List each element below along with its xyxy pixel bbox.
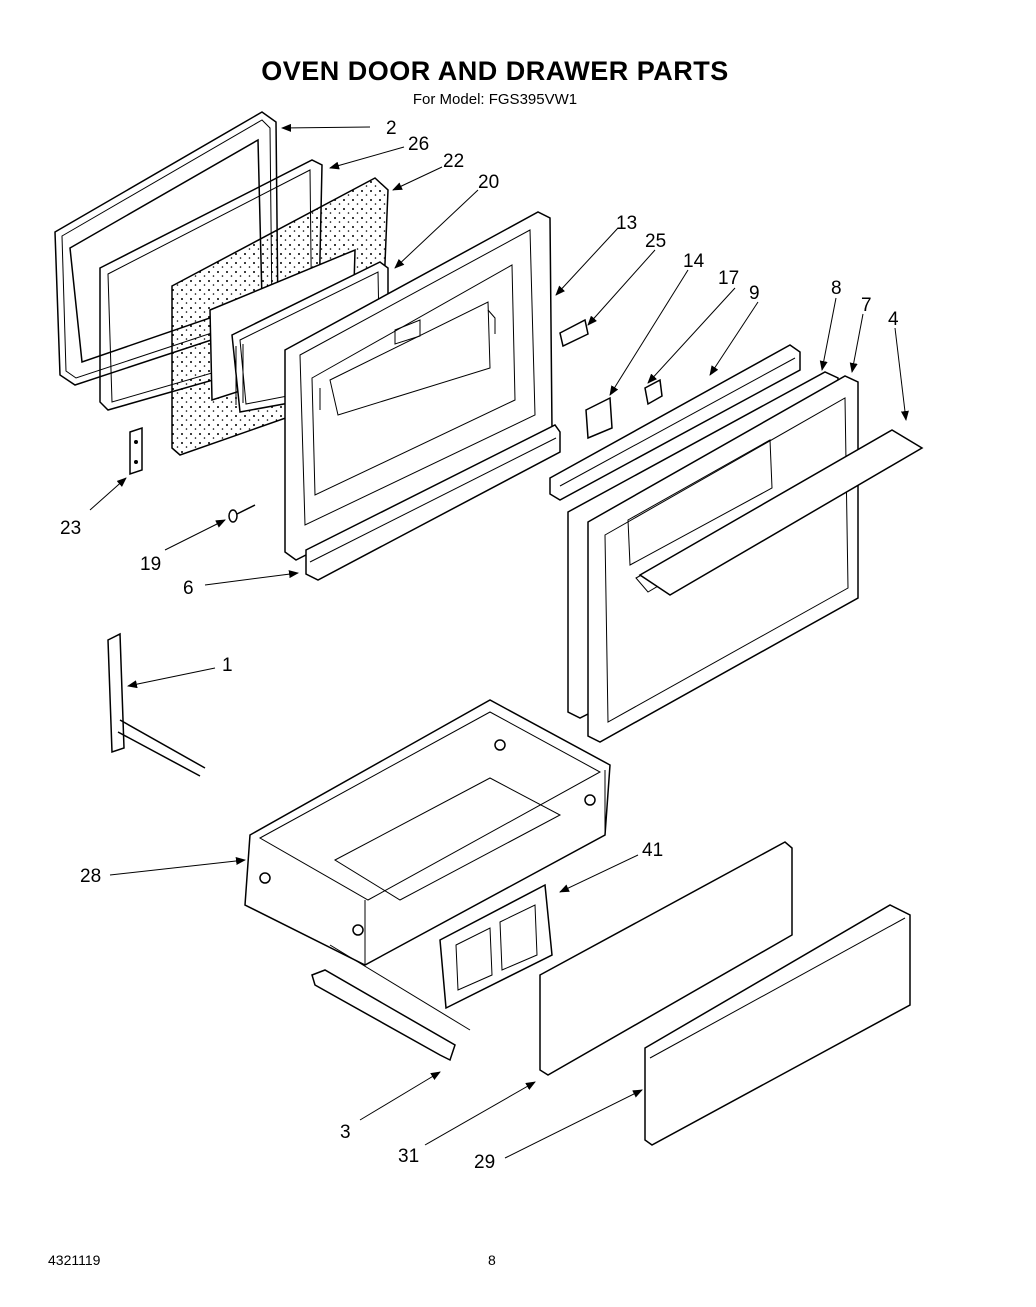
callout-19: 19 bbox=[140, 554, 161, 575]
callout-17: 17 bbox=[718, 268, 739, 289]
callout-41: 41 bbox=[642, 840, 663, 861]
callout-3: 3 bbox=[340, 1122, 351, 1143]
callout-25: 25 bbox=[645, 231, 666, 252]
part-29-drawer-front bbox=[644, 904, 911, 1146]
part-3-slide-rail bbox=[311, 944, 471, 1062]
document-number: 4321119 bbox=[48, 1252, 101, 1268]
callout-28: 28 bbox=[80, 866, 101, 887]
callout-14: 14 bbox=[683, 251, 705, 272]
callout-4: 4 bbox=[888, 309, 899, 330]
part-9-vent bbox=[549, 344, 801, 501]
callout-31: 31 bbox=[398, 1146, 419, 1167]
part-23-hinge-plate bbox=[129, 426, 143, 476]
part-31-drawer-back bbox=[539, 841, 793, 1076]
callout-2: 2 bbox=[386, 118, 397, 139]
callout-13: 13 bbox=[616, 213, 637, 234]
callout-22: 22 bbox=[443, 151, 464, 172]
part-14-bracket bbox=[585, 396, 613, 440]
callout-1: 1 bbox=[222, 655, 233, 676]
part-19-screw bbox=[228, 504, 256, 523]
part-17-bumper bbox=[644, 378, 663, 406]
part-1-hinge bbox=[107, 632, 206, 777]
callout-leaders bbox=[89, 123, 909, 1159]
part-4-handle bbox=[638, 429, 924, 596]
page-title: OVEN DOOR AND DRAWER PARTS bbox=[261, 56, 729, 86]
callout-9: 9 bbox=[749, 283, 760, 304]
callout-29: 29 bbox=[474, 1152, 495, 1173]
page-number: 8 bbox=[488, 1252, 496, 1268]
callout-6: 6 bbox=[183, 578, 194, 599]
part-28-drawer bbox=[244, 699, 611, 966]
model-subtitle: For Model: FGS395VW1 bbox=[412, 91, 578, 108]
part-6-door-trim bbox=[305, 424, 561, 581]
callout-8: 8 bbox=[831, 278, 842, 299]
callout-labels: 2 26 22 20 13 25 14 17 9 8 7 4 23 19 6 1… bbox=[60, 118, 899, 1173]
part-41-bracket bbox=[439, 883, 553, 1010]
callout-23: 23 bbox=[60, 518, 81, 539]
callout-7: 7 bbox=[861, 295, 872, 316]
part-25-clip bbox=[559, 318, 589, 348]
callout-20: 20 bbox=[478, 172, 499, 193]
callout-26: 26 bbox=[408, 134, 429, 155]
